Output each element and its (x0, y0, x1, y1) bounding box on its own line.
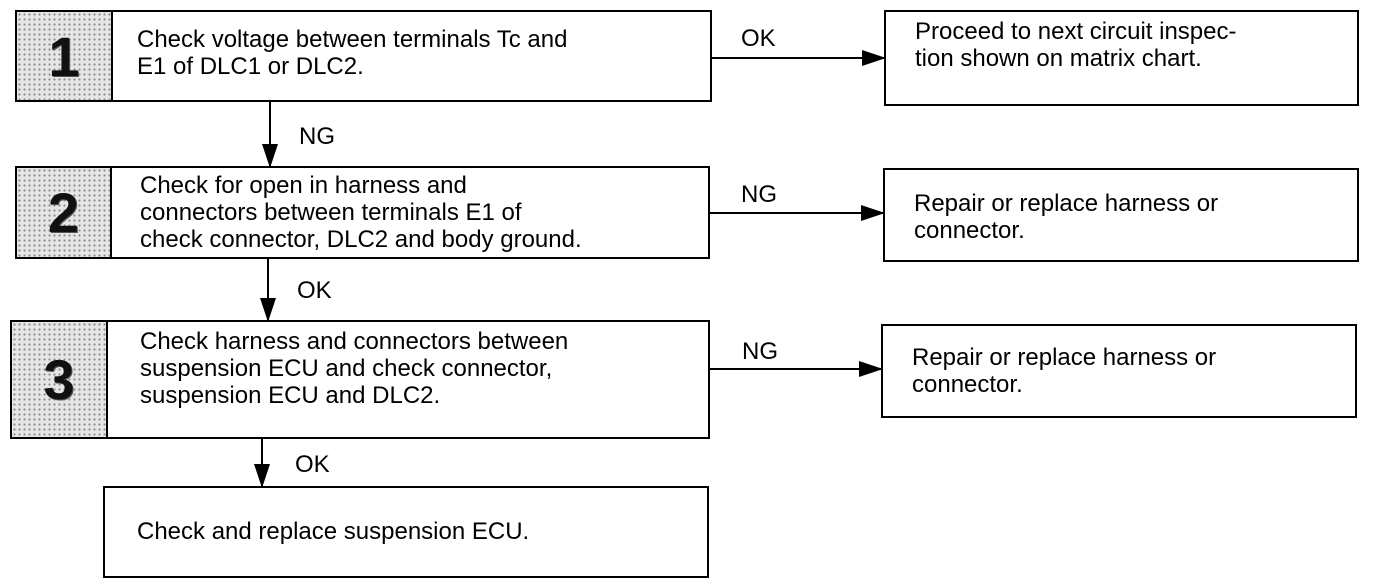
step-1-number: 1 (48, 24, 80, 88)
result-2-box: Repair or replace harness or connector. (883, 168, 1359, 262)
label-step3-ng: NG (742, 338, 778, 365)
label-step2-ng: NG (741, 181, 777, 208)
step-2-box: 2 Check for open in harness and connecto… (15, 166, 710, 259)
step-2-text: Check for open in harness and connectors… (140, 172, 582, 253)
result-3-box: Repair or replace harness or connector. (881, 324, 1357, 418)
final-step-box: Check and replace suspension ECU. (103, 486, 709, 578)
step-1-box: 1 Check voltage between terminals Tc and… (15, 10, 712, 102)
label-step1-ng: NG (299, 123, 335, 150)
step-1-number-cell: 1 (17, 12, 113, 100)
label-step2-ok: OK (297, 277, 332, 304)
result-3-text: Repair or replace harness or connector. (912, 344, 1217, 398)
step-3-number-cell: 3 (12, 322, 108, 437)
step-3-number: 3 (43, 348, 75, 411)
label-step3-ok: OK (295, 451, 330, 478)
step-3-text: Check harness and connectors between sus… (140, 328, 569, 409)
step-2-number: 2 (47, 181, 80, 244)
result-1-text: Proceed to next circuit inspec- tion sho… (915, 18, 1237, 72)
result-2-text: Repair or replace harness or connector. (914, 190, 1219, 244)
result-1-box: Proceed to next circuit inspec- tion sho… (884, 10, 1359, 106)
step-1-text: Check voltage between terminals Tc and E… (137, 26, 568, 80)
final-step-text: Check and replace suspension ECU. (137, 518, 530, 545)
step-3-box: 3 Check harness and connectors between s… (10, 320, 710, 439)
step-2-number-cell: 2 (17, 168, 112, 257)
label-step1-ok: OK (741, 25, 776, 52)
